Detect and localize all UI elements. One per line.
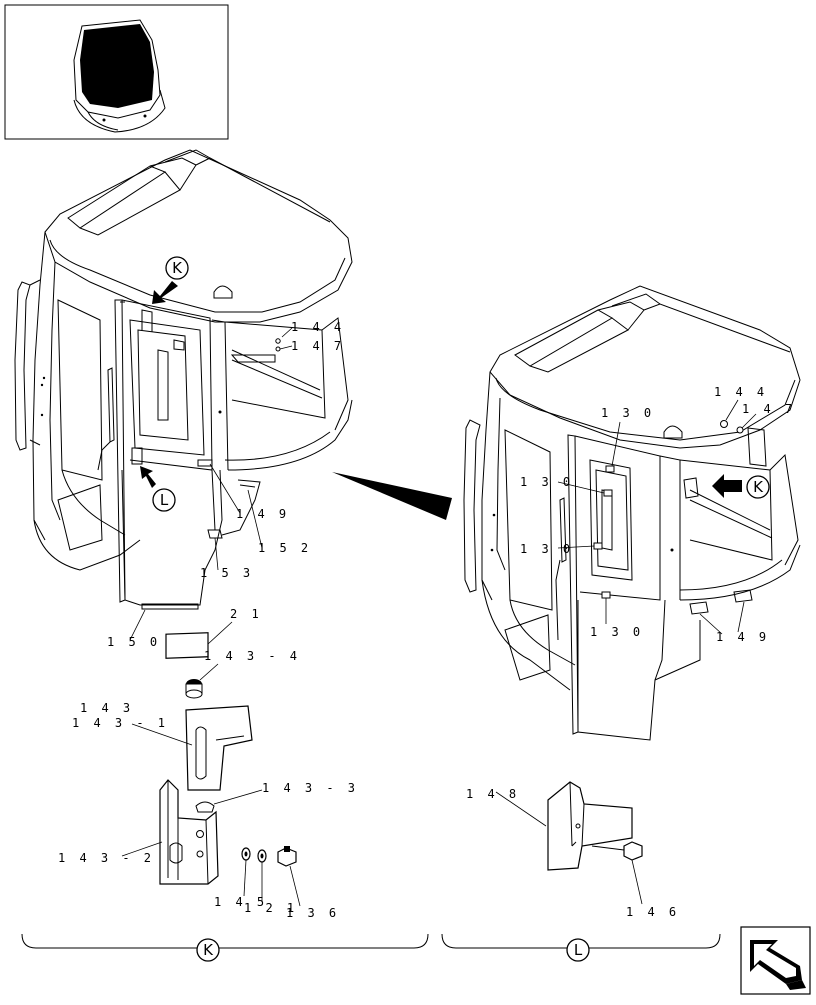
part-146-bolt[interactable]: 1 4 6: [591, 841, 680, 919]
label-143-2: 1 4 3 - 2: [58, 851, 155, 865]
callout-k-label: K: [172, 259, 183, 277]
label-130-d: 1 3 0: [590, 625, 644, 639]
callout-l-label: L: [160, 491, 169, 509]
label-144-left: 1 4 4: [291, 320, 345, 334]
part-labels-left: 1 4 4 1 4 7 1 4 9 1 5 2 1 5 3 1 5 0: [107, 320, 345, 649]
label-147-left: 1 4 7: [291, 339, 345, 353]
brace-l: L: [441, 933, 721, 962]
cab-thumbnail-icon: [73, 19, 166, 133]
label-148: 1 4 8: [466, 787, 520, 801]
label-130-b: 1 3 0: [520, 475, 574, 489]
part-143-4-knob[interactable]: 1 4 3 - 4: [185, 649, 301, 699]
part-121-washer[interactable]: 1 2 1: [244, 849, 298, 915]
part-145-washer[interactable]: 1 4 5: [214, 847, 268, 909]
callout-k-right[interactable]: K: [712, 474, 770, 499]
label-150-left: 1 5 0: [107, 635, 161, 649]
callout-k-right-label: K: [753, 478, 764, 496]
label-149-left: 1 4 9: [236, 507, 290, 521]
next-page-arrow-icon: [750, 940, 806, 990]
next-page-button[interactable]: [740, 926, 811, 995]
label-130-a: 1 3 0: [601, 406, 655, 420]
view-pointer-icon: [332, 472, 452, 520]
arrow-l-left-icon: [140, 466, 156, 488]
part-148-cover[interactable]: 1 4 8: [466, 781, 633, 871]
part-143-plate[interactable]: 1 4 3 1 4 3 - 1: [72, 701, 253, 791]
label-149-right: 1 4 9: [716, 630, 770, 644]
label-136: 1 3 6: [286, 906, 340, 920]
arrow-k-right-icon: [712, 474, 742, 498]
part-143-3-clip[interactable]: 1 4 3 - 3: [195, 781, 359, 813]
label-21: 2 1: [230, 607, 262, 621]
leaders-left: [129, 327, 293, 641]
thumbnail-panel[interactable]: [4, 4, 229, 140]
label-143: 1 4 3: [80, 701, 134, 715]
label-147-right: 1 4 7: [742, 402, 796, 416]
part-136-bolt[interactable]: 1 3 6: [277, 846, 340, 920]
label-144-right: 1 4 4: [714, 385, 768, 399]
label-153-left: 1 5 3: [200, 566, 254, 580]
brace-l-label: L: [574, 941, 583, 959]
left-cab-assembly: [14, 149, 353, 610]
label-146: 1 4 6: [626, 905, 680, 919]
part-21-decal[interactable]: 2 1: [165, 607, 262, 659]
label-143-3: 1 4 3 - 3: [262, 781, 359, 795]
part-labels-right: 1 4 4 1 4 7 1 3 0 1 3 0 1 3 0 1 3 0 1 4 …: [520, 385, 796, 644]
brace-k-label: K: [203, 941, 214, 959]
part-143-2-bracket[interactable]: 1 4 3 - 2: [58, 779, 219, 885]
label-121: 1 2 1: [244, 901, 298, 915]
brace-k: K: [21, 933, 429, 962]
label-145: 1 4 5: [214, 895, 268, 909]
label-152-left: 1 5 2: [258, 541, 312, 555]
leaders-right: [557, 399, 757, 635]
callout-l-left[interactable]: L: [140, 466, 176, 512]
label-130-c: 1 3 0: [520, 542, 574, 556]
arrow-k-left-icon: [152, 281, 178, 304]
label-143-4: 1 4 3 - 4: [204, 649, 301, 663]
right-cab-assembly: [463, 285, 801, 741]
label-143-1: 1 4 3 - 1: [72, 716, 169, 730]
callout-k-left[interactable]: K: [152, 256, 189, 304]
